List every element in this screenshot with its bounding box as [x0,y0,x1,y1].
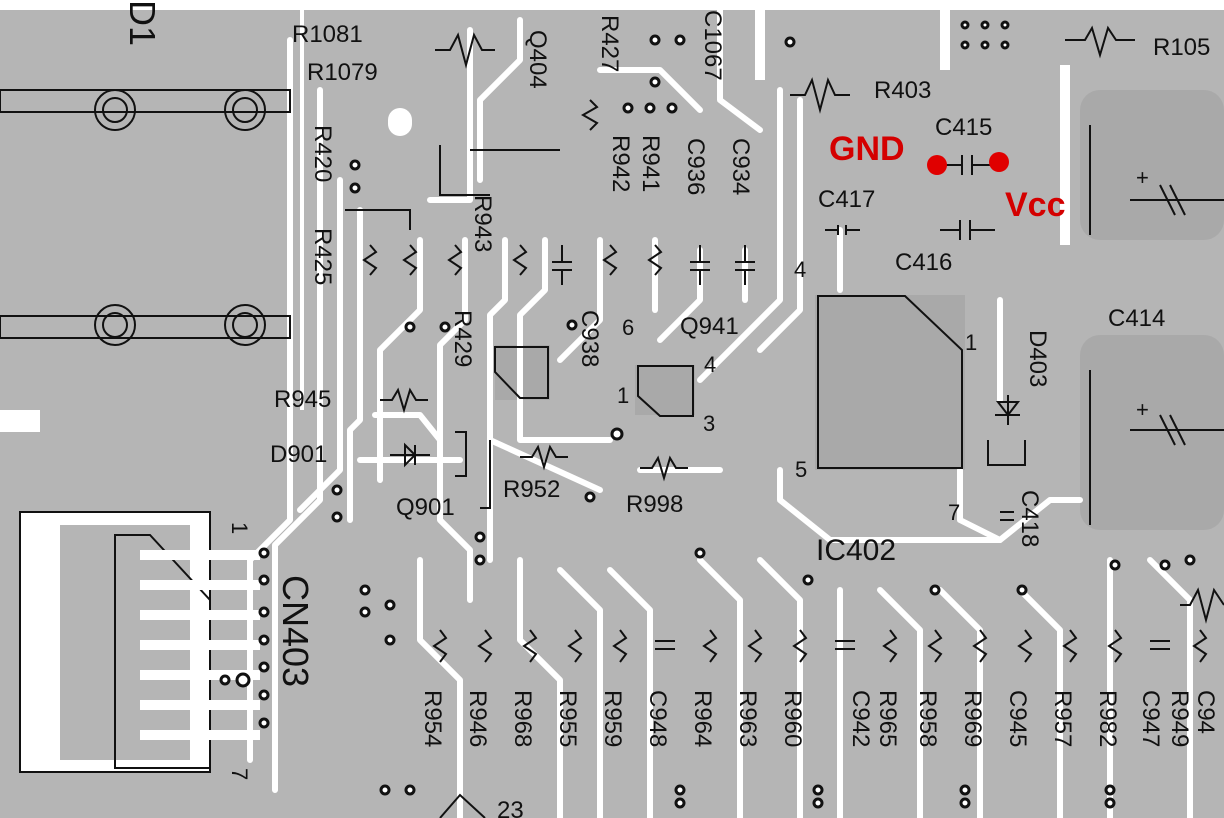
label-r968: R968 [509,690,536,747]
bottom-resistor-row [432,629,1208,663]
pin-numbers: 1 4 5 7 6 4 1 3 1 7 23 [227,257,977,818]
label-c945: C945 [1004,690,1031,747]
label-r959: R959 [599,690,626,747]
label-c94x: C94 [1192,690,1219,734]
label-r105: R105 [1153,34,1210,61]
label-d901: D901 [270,441,327,468]
pin-q941-3: 3 [703,411,715,436]
label-r963: R963 [734,690,761,747]
label-c938: C938 [576,310,603,367]
label-c942: C942 [847,690,874,747]
label-c416: C416 [895,249,952,276]
label-c947: C947 [1137,690,1164,747]
pin-ic402-1: 1 [965,330,977,355]
label-r958: R958 [914,690,941,747]
label-r954: R954 [419,690,446,747]
label-r946: R946 [464,690,491,747]
gnd-annotation: GND [829,130,905,168]
pin-q941-1: 1 [617,383,629,408]
component-outlines: + + [0,20,1224,818]
label-c417: C417 [818,186,875,213]
label-r945: R945 [274,386,331,413]
pin-q941-6: 6 [622,315,634,340]
pin-23: 23 [497,797,524,818]
label-r1081: R1081 [292,21,363,48]
label-r949: R949 [1166,690,1193,747]
svg-text:+: + [1136,165,1149,190]
label-r942: R942 [607,135,634,192]
label-r941: R941 [637,135,664,192]
label-q901: Q901 [396,494,455,521]
label-c936: C936 [682,138,709,195]
label-r425: R425 [309,228,336,285]
label-r957: R957 [1049,690,1076,747]
component-labels: R1081 R1079 R105 R403 C415 C417 C416 C41… [122,0,1219,747]
label-c418: C418 [1016,490,1043,547]
label-c1067: C1067 [699,10,726,81]
label-r943: R943 [469,195,496,252]
pin-ic402-7: 7 [948,500,960,525]
pin-ic402-5: 5 [795,457,807,482]
label-c415: C415 [935,114,992,141]
label-ic402: IC402 [816,534,896,567]
vcc-annotation: Vcc [1005,186,1066,224]
label-r969: R969 [959,690,986,747]
gnd-test-point [927,155,947,175]
label-c414: C414 [1108,305,1165,332]
label-q941: Q941 [680,313,739,340]
pcb-traces [247,7,1193,818]
label-r965: R965 [874,690,901,747]
label-r998: R998 [626,491,683,518]
label-r952: R952 [503,476,560,503]
label-r964: R964 [689,690,716,747]
label-r429: R429 [449,310,476,367]
label-r982: R982 [1094,690,1121,747]
label-d01: D1 [122,0,163,46]
svg-text:+: + [1136,397,1149,422]
label-r960: R960 [779,690,806,747]
pin-cn403-1: 1 [227,522,252,534]
label-cn403: CN403 [275,575,316,687]
label-c934: C934 [727,138,754,195]
pin-ic402-4: 4 [794,257,806,282]
label-d403: D403 [1024,330,1051,387]
vcc-test-point [989,152,1009,172]
label-r427: R427 [596,15,623,72]
label-r955: R955 [554,690,581,747]
label-r1079: R1079 [307,59,378,86]
power-annotations: GND Vcc [829,130,1066,224]
label-r420: R420 [309,125,336,182]
pin-q941-4: 4 [704,352,716,377]
label-q404: Q404 [524,30,551,89]
test-points [927,152,1009,175]
pin-cn403-7: 7 [227,768,252,780]
label-c948: C948 [644,690,671,747]
label-r403: R403 [874,77,931,104]
